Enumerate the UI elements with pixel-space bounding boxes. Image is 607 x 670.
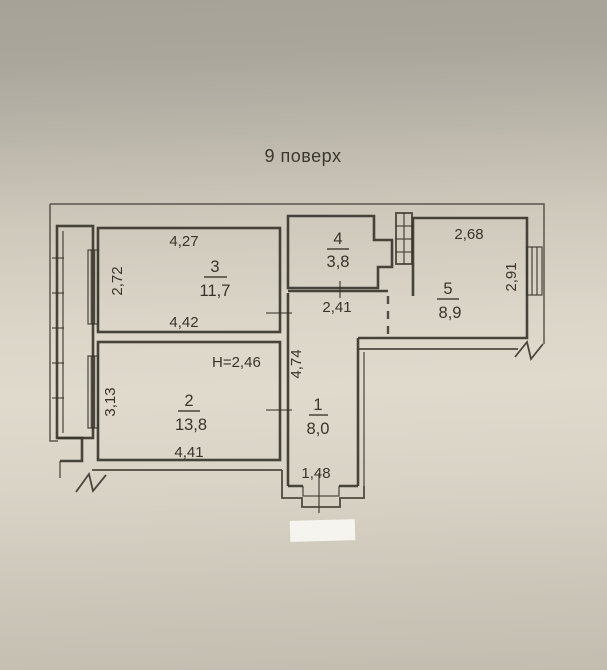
window-icon — [526, 246, 543, 296]
room-1-area: 8,0 — [307, 420, 330, 438]
dimension-hall-length: 4,74 — [288, 349, 305, 378]
room-1-number: 1 — [313, 396, 322, 414]
entrance-porch-wall — [281, 486, 365, 508]
window-symbols-left — [87, 249, 99, 429]
room-2-outer-wall — [92, 469, 283, 486]
room-5: 2,68 2,91 5 8,9 — [358, 216, 543, 350]
room-4: 4 3,8 — [286, 214, 394, 290]
room-2-area: 13,8 — [175, 416, 207, 434]
wall-break-marks — [75, 339, 544, 493]
room-2-number: 2 — [184, 392, 193, 410]
room-3-number: 3 — [210, 258, 219, 276]
vent-shaft-grid — [396, 213, 412, 264]
dimension-room2-bottom: 4,41 — [174, 444, 203, 461]
wall-break-mark-left — [75, 471, 107, 493]
redaction-box — [289, 519, 356, 542]
room-2-walls — [96, 340, 282, 462]
hall-room-1: 2,41 4,74 1 8,0 1,48 — [286, 289, 390, 486]
room-3-walls — [96, 226, 282, 334]
room-4-area: 3,8 — [327, 253, 350, 271]
building-outline — [49, 203, 545, 478]
dimension-room5-right: 2,91 — [503, 262, 520, 291]
entrance — [281, 473, 365, 513]
dimension-room3-bottom: 4,42 — [169, 314, 198, 331]
room-5-number: 5 — [443, 280, 452, 298]
dimension-room3-top: 4,27 — [169, 233, 198, 250]
window-panes — [90, 356, 96, 428]
dimension-hall-top: 2,41 — [322, 299, 351, 316]
balcony — [52, 224, 95, 463]
door-marks — [266, 281, 341, 411]
room-4-walls — [286, 214, 394, 290]
balcony-end-step — [58, 436, 84, 463]
room-3-area: 11,7 — [200, 282, 231, 300]
dimension-room2-left: 3,13 — [102, 387, 119, 416]
wall-break-mark-right — [514, 339, 544, 362]
outline-left — [49, 204, 58, 442]
dimension-room5-top: 2,68 — [454, 226, 483, 243]
page-title: 9 поверх — [265, 146, 342, 166]
entrance-recess — [302, 486, 340, 497]
room-2: 3,13 2 13,8 4,41 H=2,46 — [92, 340, 283, 486]
room-5-area: 8,9 — [439, 304, 462, 322]
dimension-entry-width: 1,48 — [301, 465, 330, 482]
outline-top-right — [50, 203, 545, 344]
room-5-walls — [358, 216, 529, 340]
window-panes — [531, 247, 538, 295]
room-3: 4,27 2,72 4,42 3 11,7 — [96, 226, 282, 334]
ceiling-height-note: H=2,46 — [212, 354, 261, 371]
dimension-room3-left: 2,72 — [109, 266, 126, 295]
room-4-number: 4 — [333, 230, 342, 248]
window-panes — [90, 250, 96, 324]
vent-shaft-icon — [395, 212, 413, 265]
balcony-mullion-ticks — [52, 257, 64, 399]
